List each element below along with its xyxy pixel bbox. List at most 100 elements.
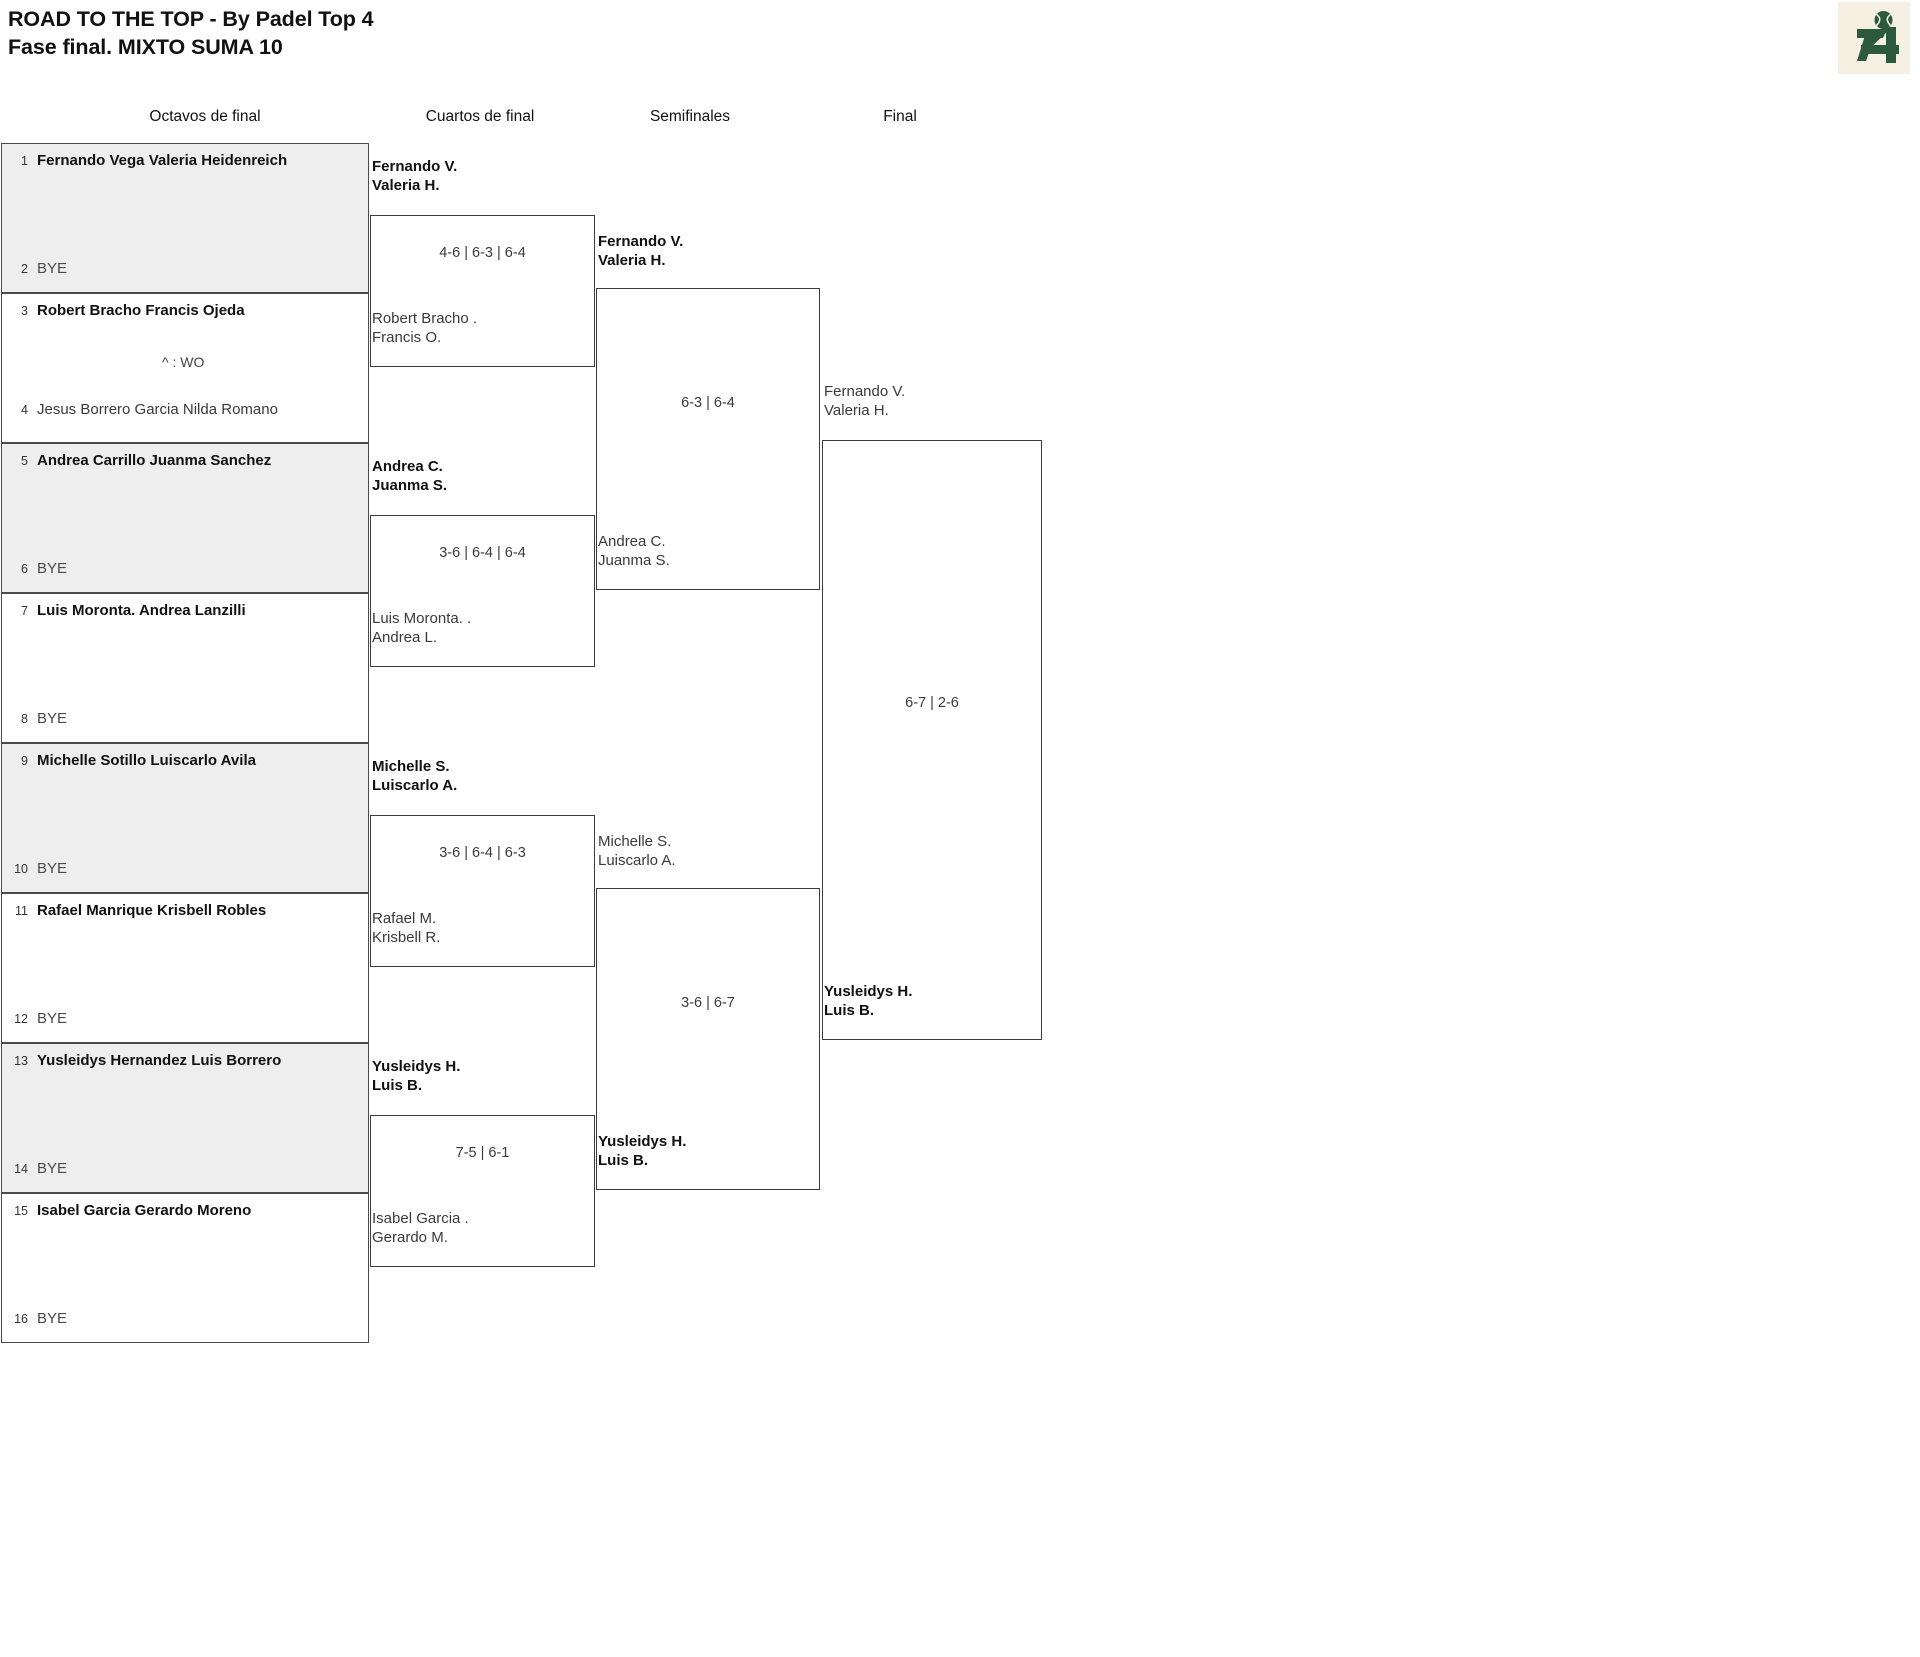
player-name: Valeria H.: [372, 176, 440, 194]
qf2-loser[interactable]: Luis Moronta. . Andrea L.: [372, 610, 471, 647]
player-name: Michelle S.: [372, 758, 450, 775]
player-name: Luiscarlo A.: [372, 776, 458, 794]
player-name: Yusleidys H.: [824, 983, 913, 1000]
qf3-winner[interactable]: Michelle S. Luiscarlo A.: [372, 758, 457, 795]
player-name: Francis Ojeda: [145, 302, 245, 319]
seed-number: 6: [21, 562, 28, 576]
sf1-winner[interactable]: Fernando V. Valeria H.: [598, 233, 683, 270]
qf4-winner[interactable]: Yusleidys H. Luis B.: [372, 1058, 460, 1095]
player-name: Isabel Garcia .: [372, 1210, 469, 1227]
qf1-loser[interactable]: Robert Bracho . Francis O.: [372, 310, 477, 347]
player-name: Jesus Borrero Garcia: [37, 401, 179, 418]
player-name: Michelle S.: [598, 833, 672, 850]
sf2-score: 3-6 | 6-7: [681, 995, 735, 1011]
r16-block-8[interactable]: 15 Isabel Garcia Gerardo Moreno 16 BYE: [1, 1193, 369, 1343]
player-name: Nilda Romano: [182, 401, 278, 418]
player-name: Fernando V.: [824, 383, 906, 400]
qf3-loser[interactable]: Rafael M. Krisbell R.: [372, 910, 440, 947]
player-name: Luis Moronta.: [37, 602, 136, 619]
final-runner-up[interactable]: Fernando V. Valeria H.: [824, 383, 905, 420]
seed-number: 2: [21, 262, 28, 276]
qf2-winner[interactable]: Andrea C. Juanma S.: [372, 458, 447, 495]
seed-number: 9: [21, 754, 28, 768]
round-header-octavos: Octavos de final: [149, 108, 261, 125]
player-name: Gerardo Moreno: [134, 1202, 252, 1219]
bye-label: BYE: [37, 560, 68, 577]
qf1-score: 4-6 | 6-3 | 6-4: [439, 245, 526, 261]
seed-number: 14: [14, 1162, 28, 1176]
seed-team: Rafael Manrique Krisbell Robles: [37, 902, 266, 920]
round-header-final: Final: [883, 108, 917, 125]
player-name: Robert Bracho: [37, 302, 142, 319]
r16-block-6[interactable]: 11 Rafael Manrique Krisbell Robles 12 BY…: [1, 893, 369, 1043]
player-name: Michelle Sotillo: [37, 752, 147, 769]
seed-team: Robert Bracho Francis Ojeda: [37, 302, 245, 320]
qf2-score: 3-6 | 6-4 | 6-4: [439, 545, 526, 561]
player-name: Juanma S.: [372, 476, 448, 494]
sf2-loser[interactable]: Michelle S. Luiscarlo A.: [598, 833, 676, 870]
player-name: Fernando V.: [372, 158, 458, 175]
player-name: Fernando V.: [598, 233, 684, 250]
player-name: Valeria Heidenreich: [148, 152, 288, 169]
seed-number: 1: [21, 154, 28, 168]
qf1-match-box[interactable]: [370, 215, 595, 367]
seed-number: 3: [21, 304, 28, 318]
seed-team: Yusleidys Hernandez Luis Borrero: [37, 1052, 281, 1070]
bye-label: BYE: [37, 1010, 68, 1027]
player-name: Valeria H.: [824, 401, 889, 419]
seed-number: 16: [14, 1312, 28, 1326]
r16-block-7[interactable]: 13 Yusleidys Hernandez Luis Borrero 14 B…: [1, 1043, 369, 1193]
final-champion[interactable]: Yusleidys H. Luis B.: [824, 983, 912, 1020]
sf2-match-box[interactable]: [596, 888, 820, 1190]
player-name: Krisbell Robles: [157, 902, 267, 919]
sf1-match-box[interactable]: [596, 288, 820, 590]
qf4-match-box[interactable]: [370, 1115, 595, 1267]
player-name: Rafael M.: [372, 910, 437, 927]
player-name: Andrea Carrillo: [37, 452, 146, 469]
seed-team: Andrea Carrillo Juanma Sanchez: [37, 452, 271, 470]
player-name: Luis B.: [372, 1076, 423, 1094]
seed-number: 8: [21, 712, 28, 726]
seed-number: 4: [21, 403, 28, 417]
player-name: Krisbell R.: [372, 928, 441, 946]
round-header-semifinales: Semifinales: [649, 108, 731, 125]
qf2-match-box[interactable]: [370, 515, 595, 667]
player-name: Andrea Lanzilli: [138, 602, 246, 619]
seed-team: Fernando Vega Valeria Heidenreich: [37, 152, 287, 170]
r16-block-2[interactable]: 3 Robert Bracho Francis Ojeda ^ : WO 4 J…: [1, 293, 369, 443]
round-header-cuartos: Cuartos de final: [425, 108, 535, 125]
player-name: Luiscarlo A.: [598, 851, 676, 869]
seed-number: 11: [15, 904, 28, 918]
r16-block-3[interactable]: 5 Andrea Carrillo Juanma Sanchez 6 BYE: [1, 443, 369, 593]
qf1-winner[interactable]: Fernando V. Valeria H.: [372, 158, 457, 195]
player-name: Isabel Garcia: [37, 1202, 131, 1219]
player-name: Andrea L.: [372, 628, 438, 646]
sf1-loser[interactable]: Andrea C. Juanma S.: [598, 533, 670, 570]
player-name: Andrea C.: [598, 533, 666, 550]
seed-number: 15: [14, 1204, 28, 1218]
walkover-note: ^ : WO: [162, 354, 205, 370]
player-name: Robert Bracho .: [372, 310, 478, 327]
player-name: Yusleidys H.: [598, 1133, 687, 1150]
t4-logo-icon: [1857, 11, 1899, 63]
qf4-loser[interactable]: Isabel Garcia . Gerardo M.: [372, 1210, 469, 1247]
final-match-box[interactable]: [822, 440, 1042, 1040]
qf3-match-box[interactable]: [370, 815, 595, 967]
seed-team: Luis Moronta. Andrea Lanzilli: [37, 602, 246, 620]
player-name: Gerardo M.: [372, 1228, 448, 1246]
r16-block-1[interactable]: 1 Fernando Vega Valeria Heidenreich 2 BY…: [1, 143, 369, 293]
player-name: Juanma S.: [598, 551, 670, 569]
seed-number: 7: [21, 604, 28, 618]
seed-team: Michelle Sotillo Luiscarlo Avila: [37, 752, 256, 770]
title-line-2: Fase final. MIXTO SUMA 10: [8, 34, 283, 59]
page-title: ROAD TO THE TOP - By Padel Top 4 Fase fi…: [8, 6, 374, 61]
r16-block-4[interactable]: 7 Luis Moronta. Andrea Lanzilli 8 BYE: [1, 593, 369, 743]
player-name: Rafael Manrique: [37, 902, 153, 919]
bye-label: BYE: [37, 860, 68, 877]
title-line-1: ROAD TO THE TOP - By Padel Top 4: [8, 7, 374, 31]
r16-block-5[interactable]: 9 Michelle Sotillo Luiscarlo Avila 10 BY…: [1, 743, 369, 893]
player-name: Andrea C.: [372, 458, 443, 475]
player-name: Luis B.: [598, 1151, 649, 1169]
sf2-winner[interactable]: Yusleidys H. Luis B.: [598, 1133, 686, 1170]
